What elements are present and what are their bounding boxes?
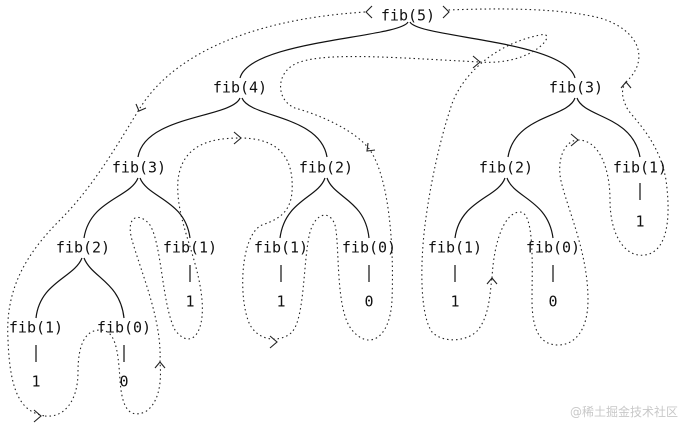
arrow-right-icon-2 [269,335,278,349]
node-fib0-c: fib(0) [526,239,580,257]
leaf-value-1c: 1 [276,293,285,311]
arrow-end-left-icon [442,5,450,19]
traversal-segment-left-u [44,329,162,417]
traversal-segment-mid [129,137,241,363]
leaf-values: 1 0 1 1 0 1 0 1 [31,213,644,391]
leaf-value-0b: 0 [364,293,373,311]
edge-fib3-fib1 [139,177,191,239]
traversal-segment-return [447,8,640,83]
edge-fib2b-fib1 [279,177,326,239]
edge-fib3-fib2 [83,177,139,239]
leaf-connectors [35,183,641,362]
arrowheads [33,5,632,423]
edge-fib2b-fib0 [326,177,370,239]
arrow-bottom-right-icon [33,409,42,423]
node-fib3-left: fib(3) [112,159,166,177]
arrow-left-up-icon [366,142,376,152]
node-fib3-right: fib(3) [549,79,603,97]
leaf-value-1b: 1 [185,293,194,311]
node-fib0-b: fib(0) [342,239,396,257]
edge-fib5-fib4 [239,21,409,79]
arrow-up-icon-3 [620,81,632,89]
edge-fib4-fib3 [137,97,241,158]
node-fib1-c: fib(1) [254,239,308,257]
node-fib1-d: fib(1) [428,239,482,257]
tree-nodes: fib(5) fib(4) fib(3) fib(3) fib(2) fib(2… [9,7,667,337]
arrow-right-icon-4 [570,133,579,147]
traversal-segment-right [421,34,548,341]
edge-fib2-fib0 [83,257,125,319]
arrow-up-icon-2 [486,277,498,285]
edge-fib3r-fib1 [576,97,641,158]
leaf-value-1d: 1 [450,293,459,311]
node-fib0-a: fib(0) [97,319,151,337]
edge-fib3r-fib2 [507,97,576,158]
node-fib2-left: fib(2) [56,239,110,257]
node-fib1-a: fib(1) [9,319,63,337]
edge-fib2c-fib1 [454,177,506,239]
traversal-segment-fib4-right [239,55,481,341]
node-fib2-mid: fib(2) [299,159,353,177]
arrow-right-icon-1 [233,131,242,145]
leaf-value-1a: 1 [31,373,40,391]
edge-fib2-fib1 [35,257,83,319]
arrow-start-left-icon [365,5,373,19]
tree-edges [35,21,641,319]
arrow-right-icon-3 [472,55,481,69]
traversal-segment-fib1-loop [577,81,669,256]
node-fib1-e: fib(1) [613,159,667,177]
traversal-segment-start [7,11,366,417]
leaf-value-1e: 1 [635,213,644,231]
arrow-down-left-icon [135,103,147,112]
node-fib2-right: fib(2) [479,159,533,177]
arrow-up-icon-1 [154,361,166,369]
watermark: @稀土掘金技术社区 [570,404,678,419]
traversal-path [7,8,669,417]
edge-fib4-fib2 [241,97,328,158]
leaf-value-0c: 0 [548,293,557,311]
edge-fib2c-fib0 [506,177,554,239]
node-fib1-b: fib(1) [163,239,217,257]
node-fib4: fib(4) [213,79,267,97]
node-fib5: fib(5) [381,7,435,25]
leaf-value-0a: 0 [119,373,128,391]
edge-fib5-fib3 [409,21,576,79]
